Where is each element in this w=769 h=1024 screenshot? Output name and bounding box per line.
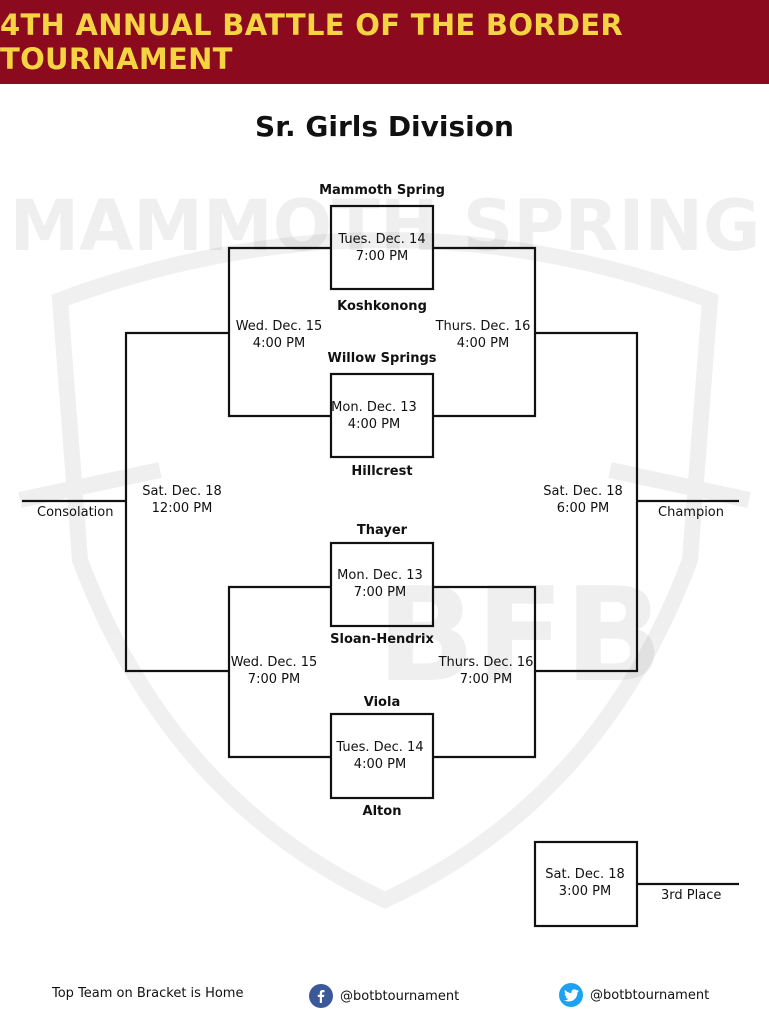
consolation-final-time: 12:00 PM bbox=[151, 501, 213, 516]
team-mammoth-spring: Mammoth Spring bbox=[319, 183, 445, 198]
division-title: Sr. Girls Division bbox=[255, 110, 514, 143]
team-willow-springs: Willow Springs bbox=[327, 351, 437, 366]
team-alton: Alton bbox=[362, 804, 402, 819]
game-top-right-day: Thurs. Dec. 16 bbox=[435, 319, 531, 334]
game-top-left-day: Wed. Dec. 15 bbox=[235, 319, 323, 334]
game-g4-schedule: Tues. Dec. 14 4:00 PM bbox=[336, 739, 423, 773]
game-top-left-time: 4:00 PM bbox=[252, 336, 306, 351]
game-bottom-left-day: Wed. Dec. 15 bbox=[230, 655, 318, 670]
game-top-right-schedule: Thurs. Dec. 16 4:00 PM bbox=[436, 318, 531, 352]
consolation-final-day: Sat. Dec. 18 bbox=[142, 484, 222, 499]
facebook-handle[interactable]: @botbtournament bbox=[340, 988, 460, 1004]
game-top-left-schedule: Wed. Dec. 15 4:00 PM bbox=[236, 318, 323, 352]
champion-label: Champion bbox=[658, 505, 725, 520]
team-koshkonong: Koshkonong bbox=[337, 299, 427, 314]
game-g2-day: Mon. Dec. 13 bbox=[331, 400, 417, 415]
game-g1-schedule: Tues. Dec. 14 7:00 PM bbox=[338, 231, 425, 265]
watermark-text: MAMMOTH SPRING bbox=[9, 185, 760, 267]
third-place-day: Sat. Dec. 18 bbox=[545, 867, 625, 882]
game-g2-schedule: Mon. Dec. 13 4:00 PM bbox=[331, 399, 417, 433]
game-g2-time: 4:00 PM bbox=[347, 417, 401, 432]
twitter-handle[interactable]: @botbtournament bbox=[590, 987, 710, 1003]
facebook-link[interactable]: @botbtournament bbox=[309, 984, 459, 1008]
game-bottom-right-schedule: Thurs. Dec. 16 7:00 PM bbox=[439, 654, 534, 688]
game-bottom-right-day: Thurs. Dec. 16 bbox=[438, 655, 534, 670]
game-g4-time: 4:00 PM bbox=[353, 757, 407, 772]
watermark-logo-text: BFB bbox=[377, 559, 664, 711]
team-viola: Viola bbox=[363, 695, 401, 710]
game-top-right-time: 4:00 PM bbox=[456, 336, 510, 351]
home-team-note: Top Team on Bracket is Home bbox=[52, 986, 244, 1001]
game-g3-day: Mon. Dec. 13 bbox=[337, 568, 423, 583]
third-place-label: 3rd Place bbox=[661, 888, 722, 903]
team-thayer: Thayer bbox=[356, 523, 408, 538]
championship-schedule: Sat. Dec. 18 6:00 PM bbox=[543, 483, 623, 517]
game-g1-day: Tues. Dec. 14 bbox=[338, 232, 426, 247]
third-place-time: 3:00 PM bbox=[558, 884, 612, 899]
consolation-final-schedule: Sat. Dec. 18 12:00 PM bbox=[142, 483, 222, 517]
game-g3-time: 7:00 PM bbox=[353, 585, 407, 600]
game-g1-time: 7:00 PM bbox=[355, 249, 409, 264]
twitter-link[interactable]: @botbtournament bbox=[559, 983, 709, 1007]
tournament-title: 4TH ANNUAL BATTLE OF THE BORDER TOURNAME… bbox=[0, 8, 624, 76]
game-bottom-left-schedule: Wed. Dec. 15 7:00 PM bbox=[231, 654, 318, 688]
third-place-schedule: Sat. Dec. 18 3:00 PM bbox=[545, 866, 625, 900]
team-hillcrest: Hillcrest bbox=[351, 464, 413, 479]
game-box-g3 bbox=[329, 541, 435, 628]
facebook-icon bbox=[309, 984, 333, 1008]
championship-day: Sat. Dec. 18 bbox=[543, 484, 623, 499]
game-bottom-left-time: 7:00 PM bbox=[247, 672, 301, 687]
game-g4-day: Tues. Dec. 14 bbox=[336, 740, 424, 755]
twitter-icon bbox=[559, 983, 583, 1007]
team-sloan-hendrix: Sloan-Hendrix bbox=[330, 632, 434, 647]
championship-time: 6:00 PM bbox=[556, 501, 610, 516]
game-g3-schedule: Mon. Dec. 13 7:00 PM bbox=[337, 567, 423, 601]
footer-note: Top Team on Bracket is Home bbox=[52, 986, 243, 1001]
header-banner: 4TH ANNUAL BATTLE OF THE BORDER TOURNAME… bbox=[0, 0, 769, 84]
game-bottom-right-time: 7:00 PM bbox=[459, 672, 513, 687]
consolation-label: Consolation bbox=[37, 505, 114, 520]
